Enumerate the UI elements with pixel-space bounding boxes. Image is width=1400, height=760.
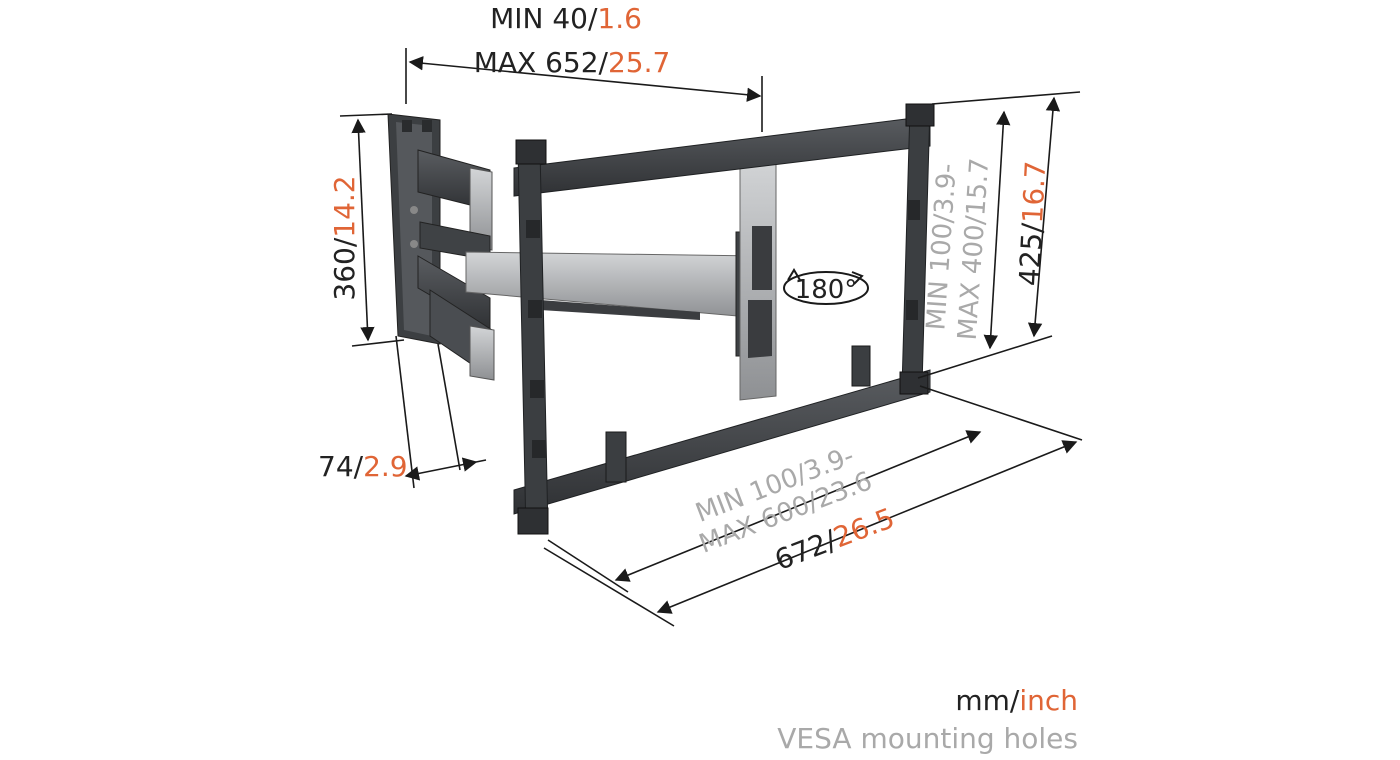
left-height-mm: 360/ — [328, 237, 361, 300]
depth-mm: 74/ — [318, 450, 364, 483]
upper-arm — [417, 149, 493, 261]
rotation-label: 180° — [795, 275, 858, 305]
right-height-mm: 425/ — [1013, 222, 1049, 287]
label-right-height: 425/16.7 — [1013, 160, 1053, 287]
dimension-lines — [339, 48, 1083, 627]
label-left-height: 360/14.2 — [328, 175, 361, 300]
legend: mm/inch VESA mounting holes — [777, 684, 1078, 755]
rotation-indicator: 180° — [783, 268, 869, 305]
diagram-panel — [318, 0, 1082, 760]
label-vesa-vertical: MIN 100/3.9- MAX 400/15.7 — [921, 157, 995, 341]
dim-left-height-line — [351, 118, 375, 342]
center-bracket — [739, 155, 777, 401]
label-depth: 74/2.9 — [318, 450, 408, 483]
top-width-max-in: 25.7 — [608, 46, 670, 79]
dim-bottom-width-line — [656, 440, 1078, 614]
top-width-max-mm: MAX 652/ — [474, 46, 609, 79]
left-height-in: 14.2 — [328, 175, 361, 237]
svg-text:425/16.7: 425/16.7 — [1013, 160, 1053, 287]
right-height-in: 16.7 — [1016, 160, 1052, 224]
label-top-width: MIN 40/1.6 MAX 652/25.7 — [474, 2, 671, 79]
legend-caption: VESA mounting holes — [777, 722, 1078, 755]
dim-vesa-vertical-line — [983, 110, 1011, 350]
depth-in: 2.9 — [363, 450, 408, 483]
legend-unit-inch: inch — [1019, 684, 1078, 717]
svg-text:mm/inch: mm/inch — [955, 684, 1078, 717]
dim-top-width-line — [408, 56, 762, 102]
svg-text:74/2.9: 74/2.9 — [318, 450, 408, 483]
top-width-min-in: 1.6 — [597, 2, 642, 35]
top-width-min-mm: MIN 40/ — [490, 2, 598, 35]
svg-text:MIN 40/1.6: MIN 40/1.6 — [490, 2, 642, 35]
dim-right-height-line — [1027, 96, 1061, 338]
dim-depth-line — [404, 457, 478, 481]
lower-arm — [417, 255, 495, 381]
svg-text:360/14.2: 360/14.2 — [328, 175, 361, 300]
svg-text:MAX 652/25.7: MAX 652/25.7 — [474, 46, 671, 79]
legend-unit-mm: mm/ — [955, 684, 1020, 717]
